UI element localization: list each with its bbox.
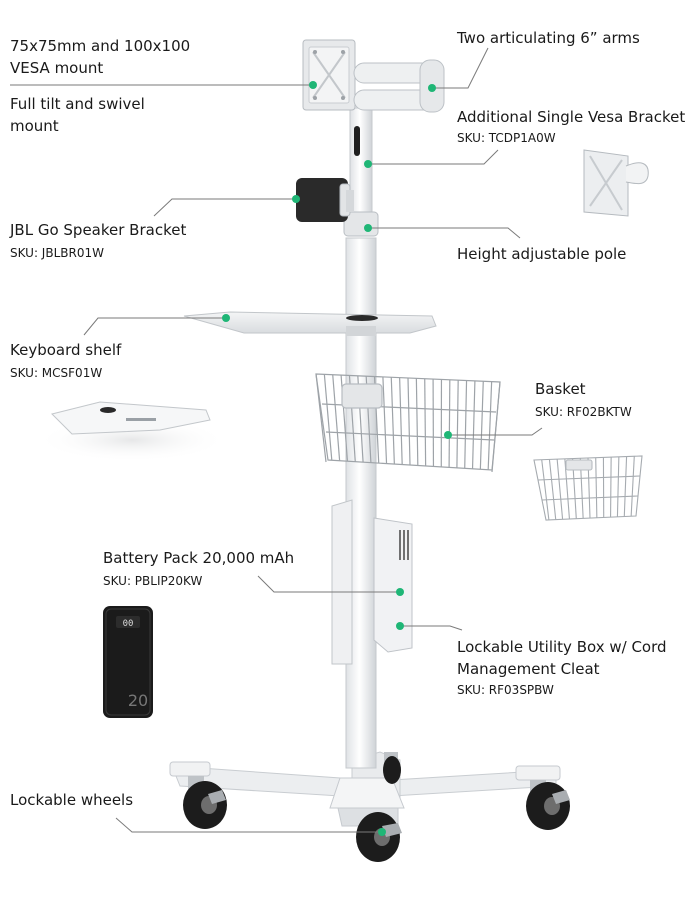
leader-utility-dot	[396, 622, 404, 630]
basket-wire	[399, 377, 403, 465]
basket-wire	[332, 374, 341, 461]
leader-pole	[368, 227, 521, 239]
leader-keyboard-dot	[222, 314, 230, 322]
caster-wheel-icon	[383, 752, 401, 784]
basket-wire	[610, 457, 612, 518]
leader-pole-dot	[364, 224, 372, 232]
battery-screen-text: 00	[123, 619, 134, 629]
sku-battery: SKU: PBLIP20KW	[103, 574, 203, 588]
label-tilt-swivel: Full tilt and swivel mount	[10, 95, 145, 135]
sku-utility-box: SKU: RF03SPBW	[457, 683, 554, 697]
basket-wire	[630, 456, 635, 517]
basket-wire	[456, 380, 459, 468]
basket-wire	[390, 377, 395, 465]
leader-wheels	[115, 817, 382, 833]
label-arms: Two articulating 6” arms	[457, 29, 640, 47]
basket-wire	[464, 380, 468, 469]
label-vesa-mount: 75x75mm and 100x100 VESA mount	[10, 37, 191, 77]
basket-wire	[407, 377, 411, 466]
leader-speaker-dot	[292, 195, 300, 203]
single-vesa-bracket-image	[583, 149, 649, 217]
sku-speaker: SKU: JBLBR01W	[10, 246, 104, 260]
label-basket: Basket	[535, 380, 586, 398]
basket-wire	[323, 374, 333, 461]
articulating-arms	[353, 59, 445, 113]
basket-wire	[424, 378, 427, 466]
basket-wire	[487, 381, 493, 470]
label-keyboard: Keyboard shelf	[10, 341, 122, 359]
label-pole: Height adjustable pole	[457, 245, 627, 263]
leader-lines	[10, 47, 543, 836]
sku-single-vesa: SKU: TCDP1A0W	[457, 131, 556, 145]
leader-vesa-dot	[309, 81, 317, 89]
basket-wire	[448, 379, 451, 468]
wire-basket-icon	[315, 373, 501, 473]
leader-basket	[448, 427, 543, 436]
basket-wire	[541, 459, 550, 520]
leader-speaker	[153, 198, 296, 217]
vesa-plate-icon	[302, 39, 356, 111]
basket-wire	[382, 376, 388, 464]
basket-wire	[616, 456, 620, 517]
basket-wire	[471, 380, 476, 469]
keyboard-shelf	[183, 311, 437, 336]
basket-wire	[595, 457, 598, 518]
leader-single-vesa-dot	[364, 160, 372, 168]
caster-wheel-icon	[183, 776, 227, 829]
speaker-bracket-icon	[296, 178, 354, 222]
battery-side-number: 20	[128, 691, 148, 710]
leader-arms-dot	[428, 84, 436, 92]
label-utility-box: Lockable Utility Box w/ Cord Management …	[457, 638, 667, 678]
leader-battery	[257, 575, 400, 593]
label-speaker: JBL Go Speaker Bracket	[10, 221, 187, 239]
label-wheels: Lockable wheels	[10, 791, 134, 809]
leader-keyboard	[83, 317, 226, 336]
utility-box	[331, 499, 413, 665]
basket-wire	[548, 459, 557, 520]
sku-keyboard: SKU: MCSF01W	[10, 366, 103, 380]
leader-arms	[432, 47, 489, 89]
leader-single-vesa	[368, 149, 499, 165]
leader-wheels-dot	[378, 828, 386, 836]
basket-wire	[556, 459, 564, 520]
basket-wire	[623, 456, 628, 517]
basket-wire	[415, 378, 419, 466]
label-battery: Battery Pack 20,000 mAh	[103, 549, 295, 567]
leader-battery-dot	[396, 588, 404, 596]
basket-image	[533, 455, 643, 521]
sku-basket: SKU: RF02BKTW	[535, 405, 632, 419]
leader-basket-dot	[444, 431, 452, 439]
caster-wheel-icon	[356, 812, 402, 862]
label-single-vesa: Additional Single Vesa Bracket	[457, 108, 686, 126]
basket-wire	[479, 381, 484, 470]
battery-pack-icon: 00 20	[103, 606, 153, 718]
keyboard-shelf-image	[36, 401, 228, 462]
caster-wheel-icon	[526, 780, 570, 830]
leader-utility	[400, 625, 463, 631]
